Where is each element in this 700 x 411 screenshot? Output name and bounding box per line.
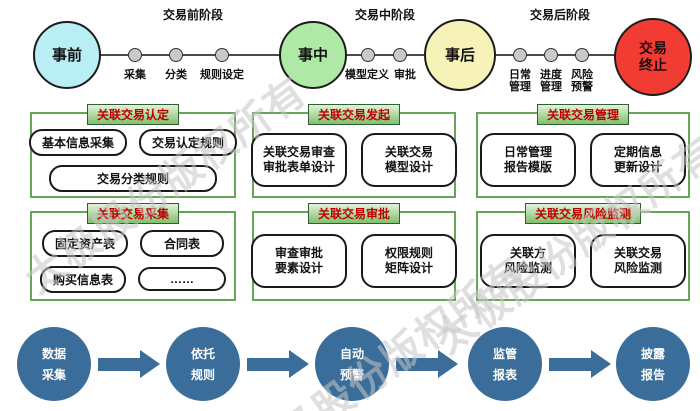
flow-circle-auto-alert: 自动 预警	[315, 327, 389, 401]
pill-item: 基本信息采集	[28, 128, 127, 156]
timeline-dot	[393, 48, 407, 62]
stage-node-pre: 事前	[33, 21, 101, 89]
pill-item: 固定资产表	[41, 229, 128, 257]
card-item: 定期信息 更新设计	[590, 133, 686, 187]
phase-label-pre: 交易前阶段	[162, 8, 224, 22]
step-label: 规则设定	[200, 69, 244, 81]
flow-circle-regulatory-report: 监管 报表	[468, 327, 542, 401]
stage-node-label: 交易	[639, 40, 667, 56]
step-label: 日常 管理	[509, 69, 531, 93]
card-item: 关联交易 风险监测	[590, 234, 686, 288]
panel-transaction-identification: 关联交易认定 基本信息采集 交易认定规则 交易分类规则	[28, 104, 238, 198]
pill-item: 交易认定规则	[139, 128, 238, 156]
card-item: 关联交易审查 审批表单设计	[251, 133, 347, 187]
card-item: 权限规则 矩阵设计	[361, 234, 457, 288]
step-label: 审批	[394, 69, 416, 81]
panel-transaction-collection: 关联交易采集 固定资产表 合同表 购买信息表 ……	[30, 203, 236, 301]
timeline-dot	[361, 48, 375, 62]
pill-item: 合同表	[140, 229, 225, 257]
panel-title: 关联交易管理	[536, 104, 630, 125]
stage-node-end: 交易 终止	[614, 18, 692, 96]
panel-title: 关联交易风险监测	[524, 203, 642, 224]
phase-label-mid: 交易中阶段	[354, 8, 416, 22]
phase-label-post: 交易后阶段	[529, 8, 591, 22]
flow-arrow-icon	[98, 350, 160, 378]
stage-node-label: 事后	[444, 46, 475, 64]
flow-arrow-icon	[396, 350, 458, 378]
card-item: 关联方 风险监测	[480, 234, 576, 288]
timeline-dot	[544, 48, 558, 62]
card-item: 日常管理 报告模版	[480, 133, 576, 187]
panel-transaction-initiation: 关联交易发起 关联交易审查 审批表单设计 关联交易 模型设计	[251, 104, 457, 198]
timeline-dot	[128, 48, 142, 62]
panel-transaction-management: 关联交易管理 日常管理 报告模版 定期信息 更新设计	[476, 104, 690, 198]
panel-title: 关联交易发起	[307, 104, 401, 125]
flow-arrow-icon	[247, 350, 309, 378]
pill-item: 交易分类规则	[48, 164, 217, 192]
timeline-dot	[575, 48, 589, 62]
flow-arrow-icon	[549, 350, 611, 378]
step-label: 风险 预警	[571, 69, 593, 93]
flow-circle-rules: 依托 规则	[166, 327, 240, 401]
stage-node-label: 事中	[297, 46, 328, 64]
step-label: 进度 管理	[540, 69, 562, 93]
timeline-dot	[169, 48, 183, 62]
timeline-dot	[513, 48, 527, 62]
panel-title: 关联交易采集	[86, 203, 180, 224]
flow-circle-disclosure-report: 披露 报告	[616, 327, 690, 401]
panel-transaction-approval: 关联交易审批 审查审批 要素设计 权限规则 矩阵设计	[251, 203, 457, 301]
timeline-line	[67, 54, 653, 56]
card-item: 关联交易 模型设计	[361, 133, 457, 187]
panel-title: 关联交易审批	[307, 203, 401, 224]
stage-node-label: 事前	[51, 46, 82, 64]
stage-node-mid: 事中	[279, 21, 347, 89]
timeline-dot	[215, 48, 229, 62]
step-label: 分类	[165, 69, 187, 81]
panel-risk-monitoring: 关联交易风险监测 关联方 风险监测 关联交易 风险监测	[476, 203, 690, 301]
pill-item: ……	[138, 267, 226, 291]
panel-title: 关联交易认定	[86, 104, 180, 125]
step-label: 模型定义	[345, 69, 389, 81]
pill-item: 购买信息表	[39, 265, 126, 293]
step-label: 采集	[124, 69, 146, 81]
flow-circle-data-collection: 数据 采集	[17, 327, 91, 401]
stage-node-post: 事后	[424, 19, 496, 91]
card-item: 审查审批 要素设计	[251, 234, 347, 288]
stage-node-label: 终止	[639, 57, 667, 73]
